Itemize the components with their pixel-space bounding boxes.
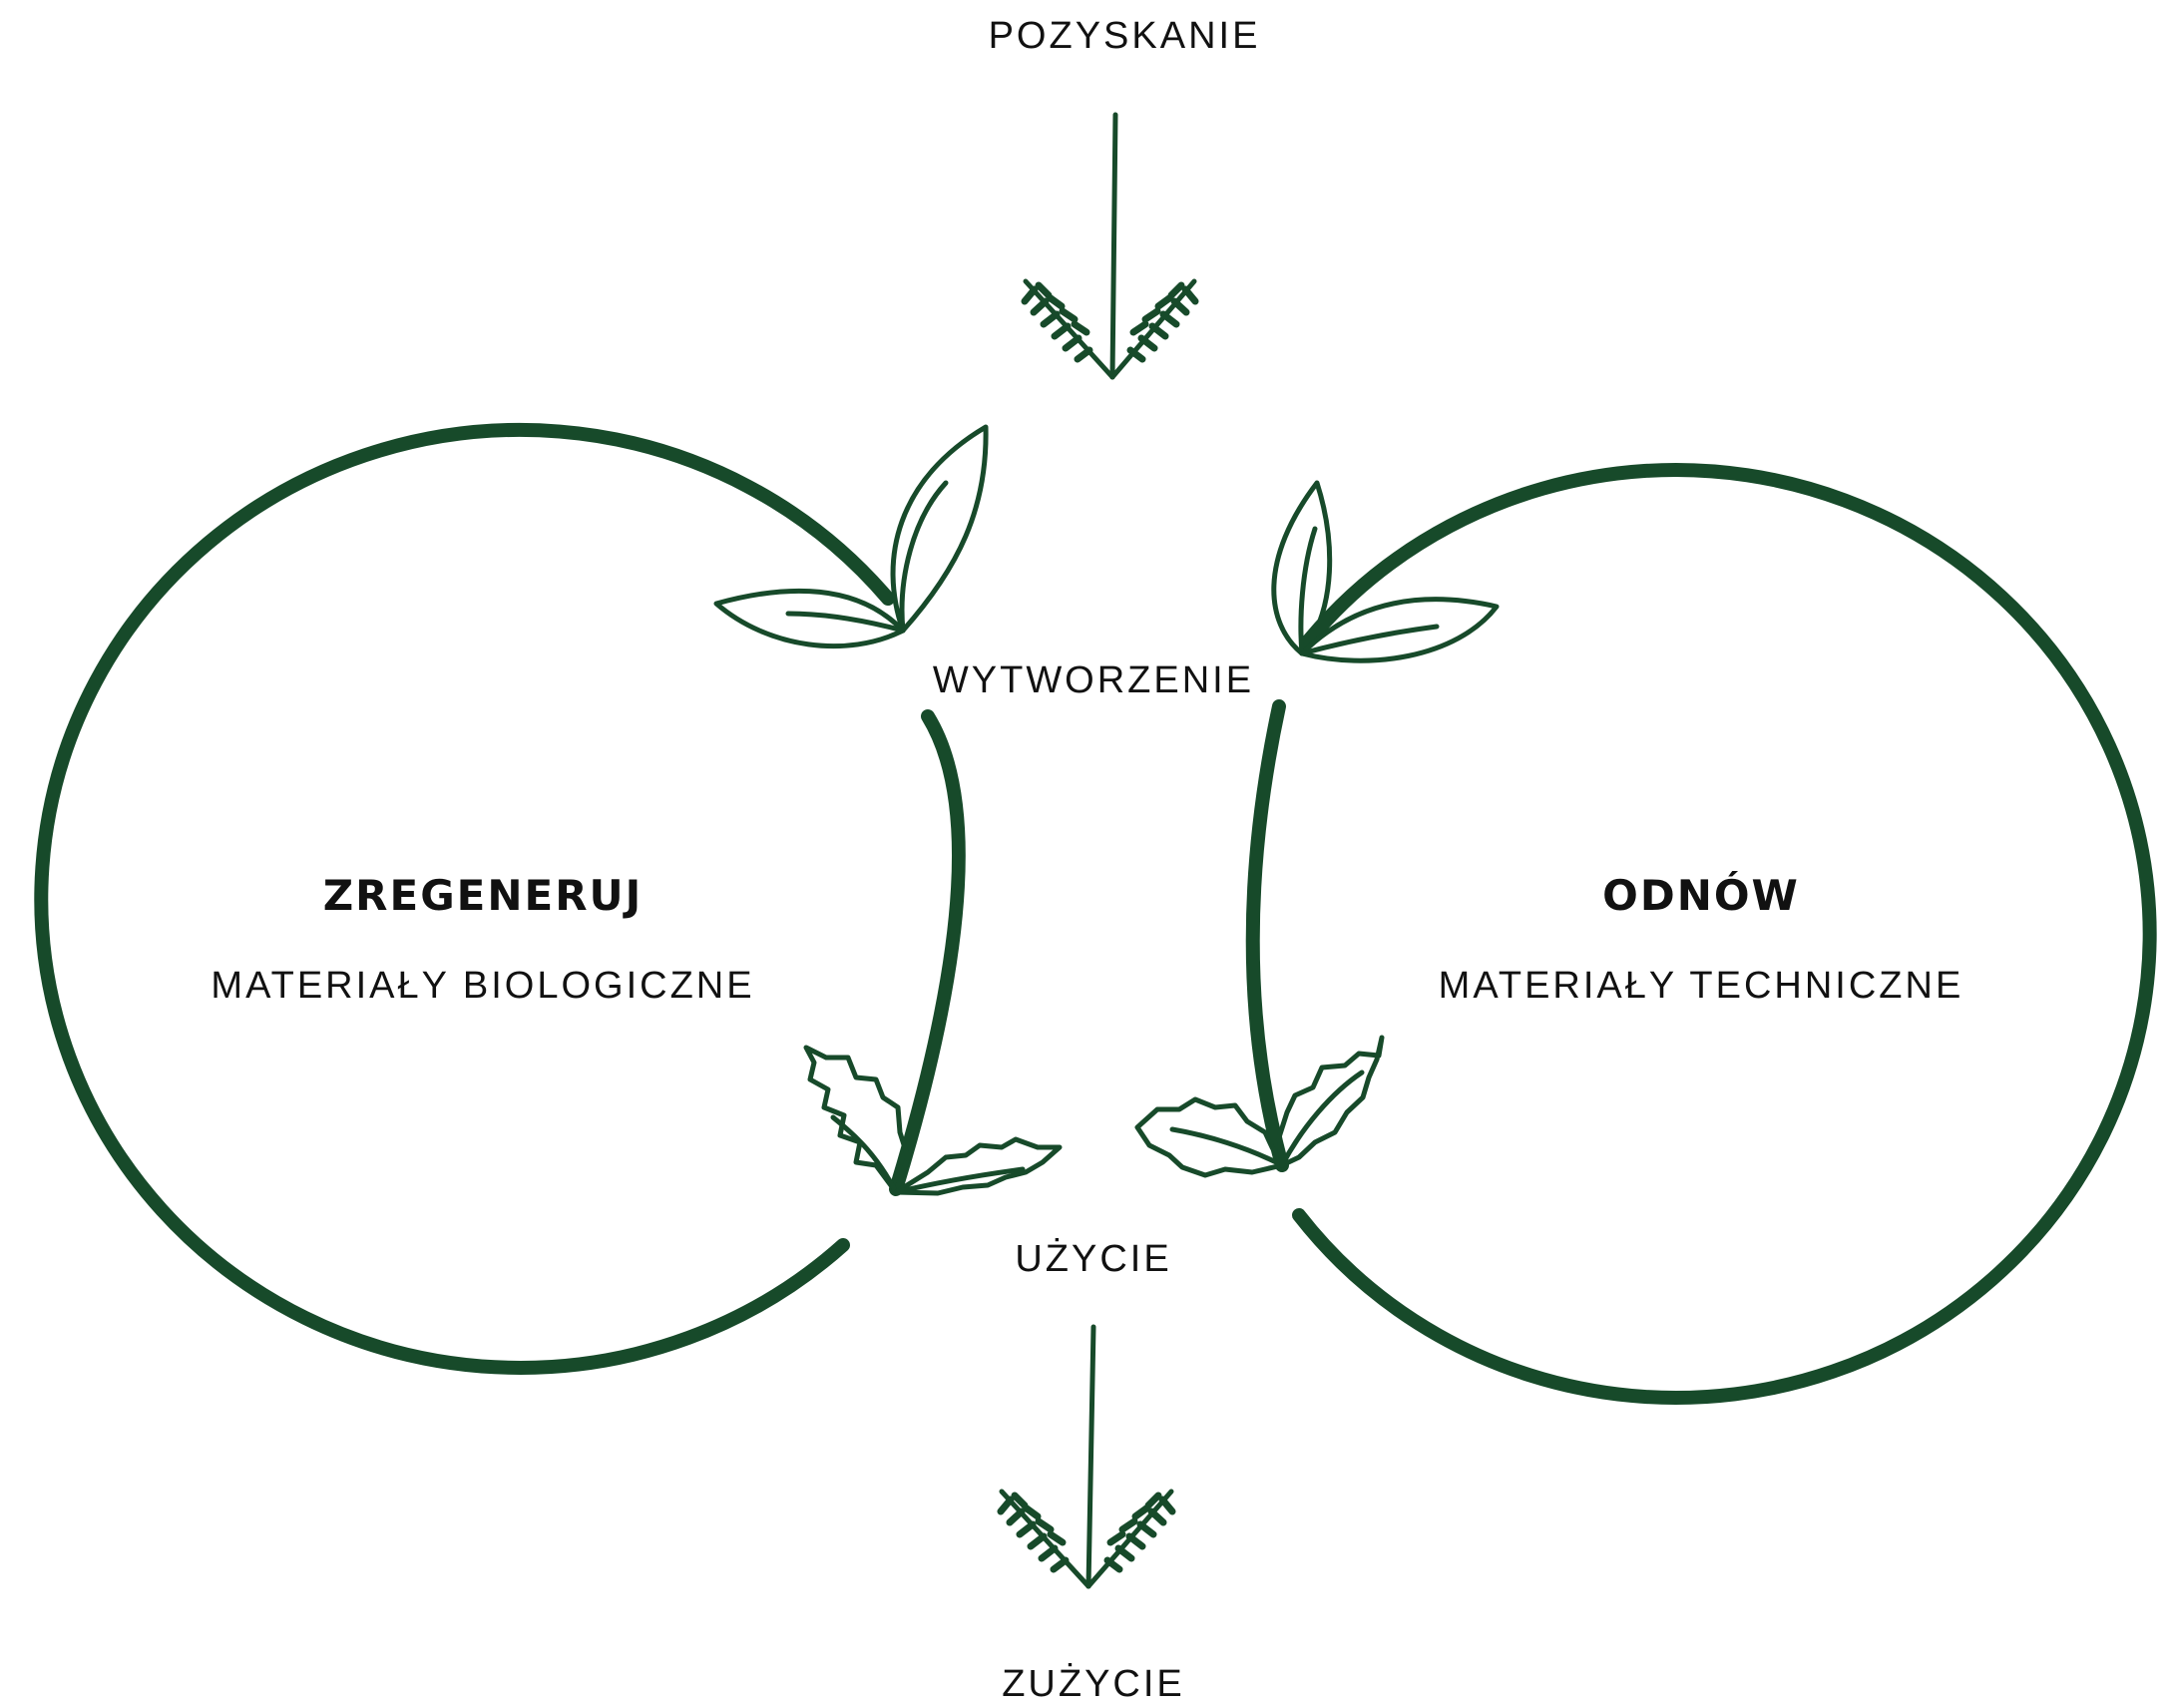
label-top: POZYSKANIE bbox=[989, 15, 1261, 57]
right-cycle-title: ODNÓW bbox=[1602, 870, 1800, 920]
bottom-arrow-left-feathers bbox=[997, 1492, 1070, 1573]
top-arrow bbox=[1021, 112, 1199, 380]
top-arrow-left-feathers bbox=[1021, 281, 1093, 363]
leaf-cluster-right-bottom bbox=[1134, 1035, 1385, 1178]
right-cycle-ring bbox=[1292, 463, 2157, 1405]
left-cycle-ring bbox=[34, 422, 895, 1375]
leaf-jagged-upright bbox=[1276, 1035, 1385, 1168]
leaf-horizontal bbox=[1299, 597, 1500, 663]
leaf-upright bbox=[1271, 480, 1333, 656]
left-cycle-subtitle: MATERIAŁY BIOLOGICZNE bbox=[211, 965, 754, 1007]
leaf-cluster-left-bottom bbox=[803, 1045, 1063, 1196]
label-bottom: ZUŻYCIE bbox=[1002, 1662, 1185, 1705]
right-cycle-subtitle: MATERIAŁY TECHNICZNE bbox=[1439, 965, 1964, 1007]
leaf-cluster-right-top bbox=[1271, 480, 1500, 663]
leaf-jagged-horizontal bbox=[893, 1136, 1063, 1196]
label-use: UŻYCIE bbox=[1015, 1237, 1171, 1280]
left-cycle-title: ZREGENERUJ bbox=[323, 871, 644, 920]
leaf-upright bbox=[890, 424, 989, 634]
leaf-cluster-left-top bbox=[713, 424, 989, 649]
right-cycle-inner-arc bbox=[1245, 699, 1289, 1172]
leaf-jagged-upright bbox=[803, 1045, 911, 1195]
top-arrow-right-feathers bbox=[1126, 281, 1199, 363]
leaf-jagged-horizontal bbox=[1134, 1096, 1285, 1178]
bottom-arrow bbox=[997, 1324, 1176, 1589]
leaf-horizontal bbox=[713, 588, 906, 649]
left-cycle-inner-arc bbox=[889, 709, 966, 1196]
bottom-arrow-right-feathers bbox=[1103, 1492, 1176, 1573]
label-manufacture: WYTWORZENIE bbox=[933, 659, 1254, 701]
